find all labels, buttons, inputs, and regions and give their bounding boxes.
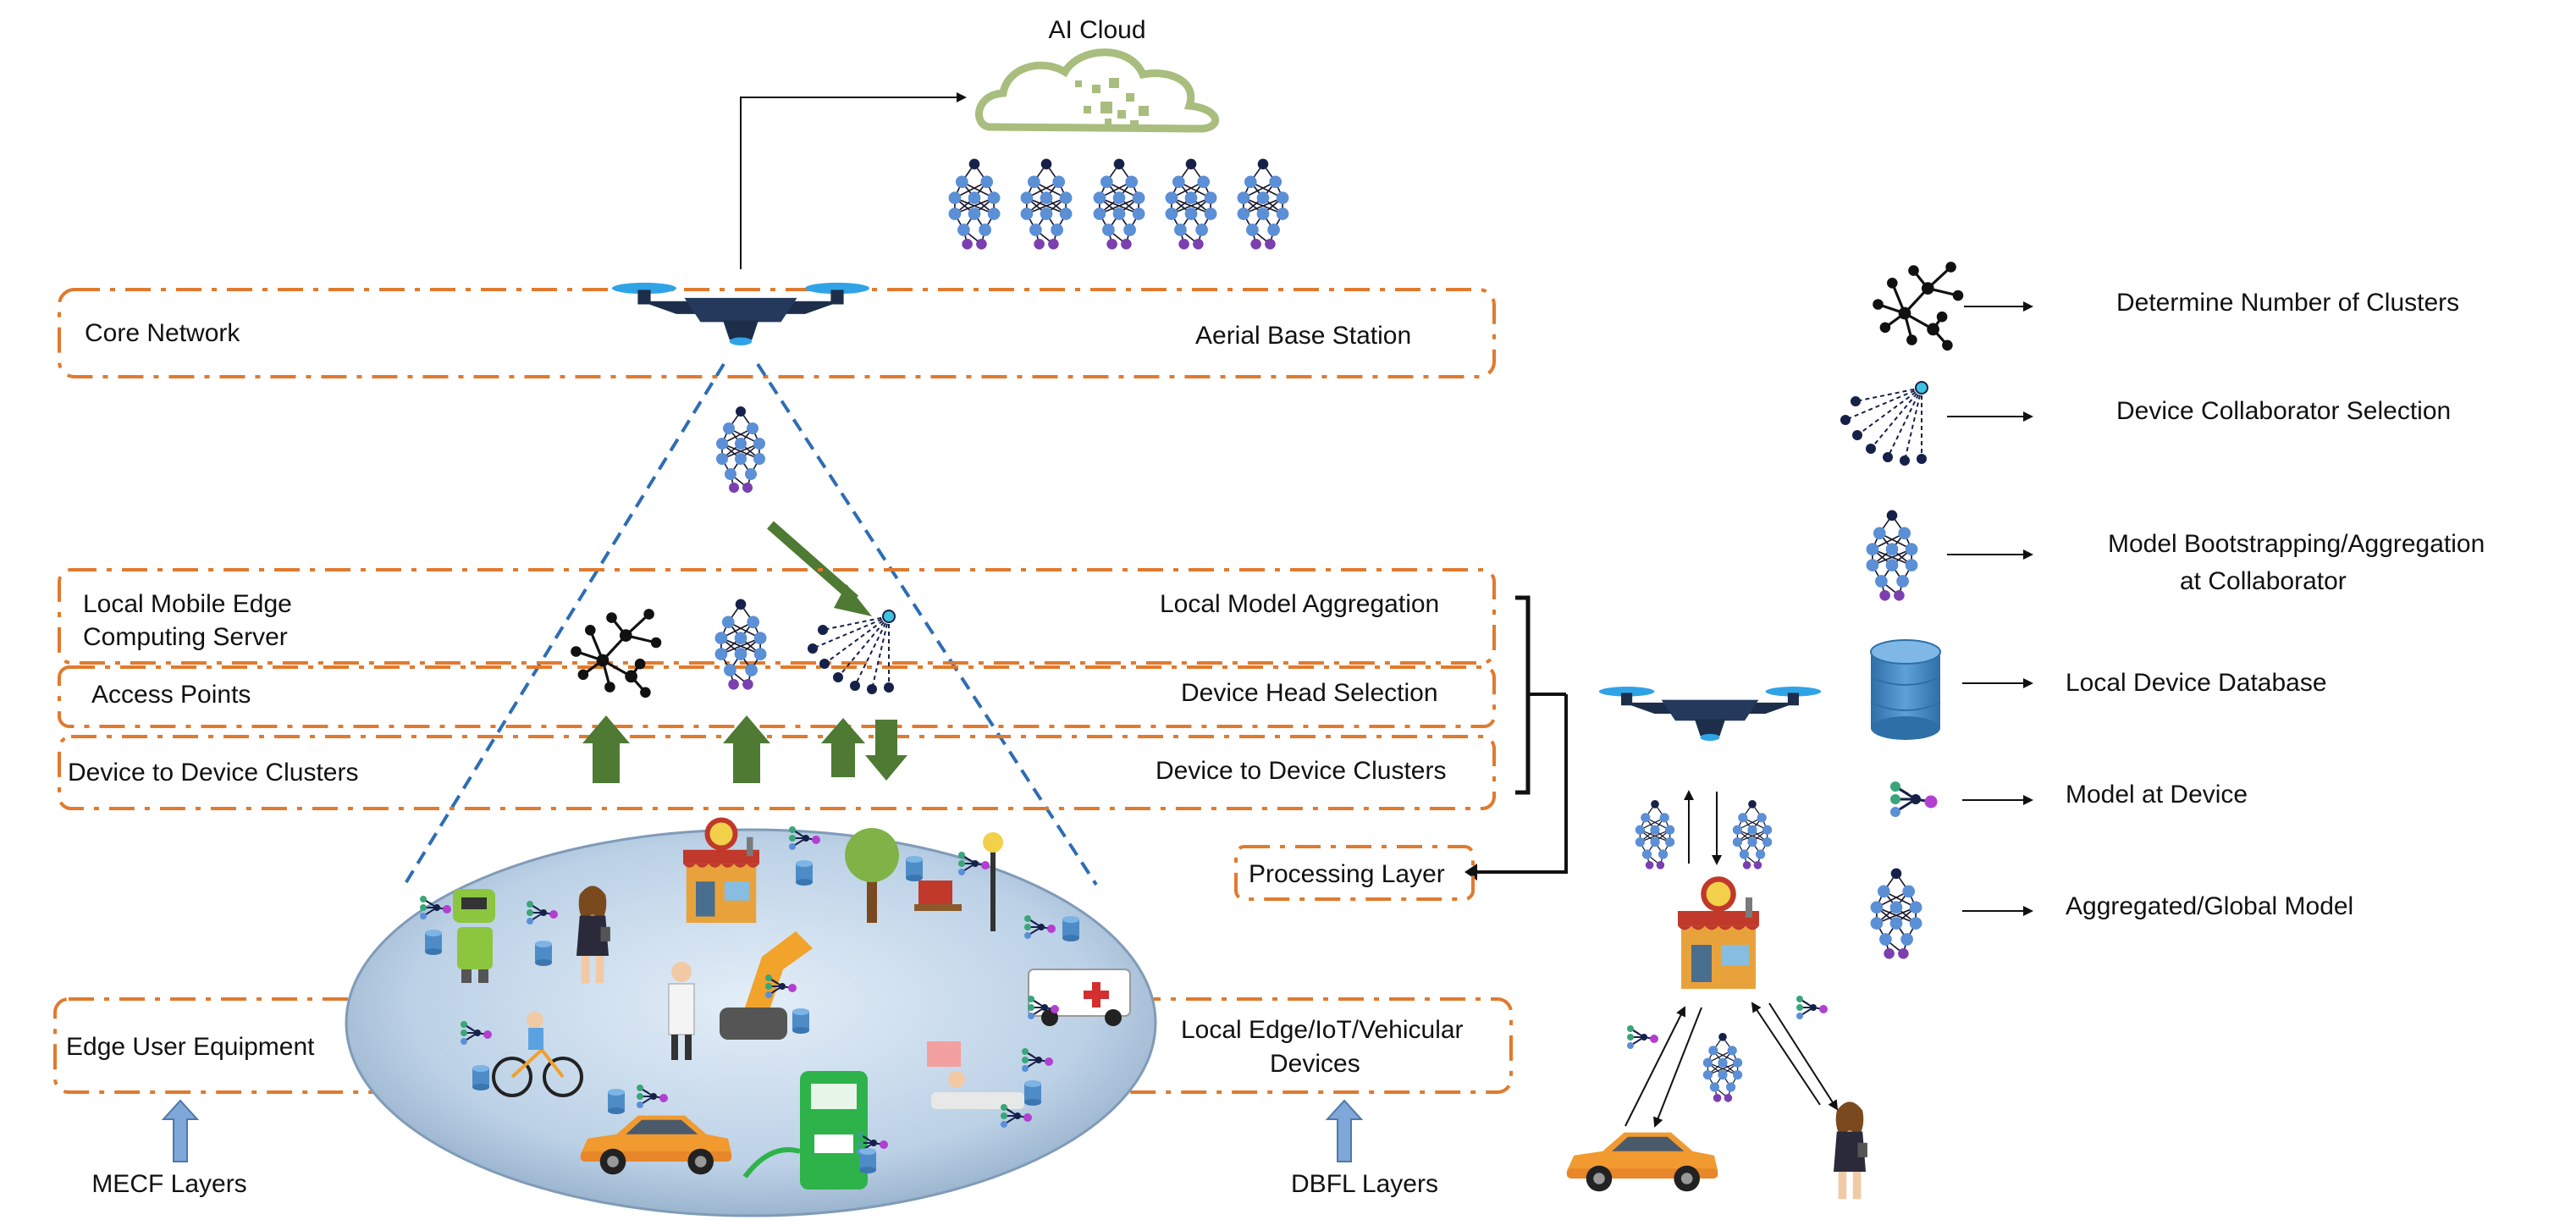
cluster-graph-icon (569, 607, 663, 699)
d2d-layer-box (58, 735, 1496, 810)
device-head-selection-label: Device Head Selection (1181, 679, 1438, 707)
cloud-icon (975, 48, 1220, 133)
green-diagonal-arrow (767, 521, 858, 604)
processing-shop-icon (1678, 876, 1759, 989)
legend-cluster-graph-icon (1871, 260, 1965, 352)
cone-left-line (403, 362, 725, 886)
drone-model-icon (715, 406, 766, 494)
collaborator-selection-icon (807, 610, 896, 695)
cyclist-icon (492, 1012, 583, 1097)
robot-icon (453, 889, 495, 983)
legend-label-4: Local Device Database (2066, 669, 2327, 697)
processing-layer-box (1234, 845, 1475, 901)
d2d-clusters-right-label: Device to Device Clusters (1156, 757, 1446, 785)
processing-model-center (1702, 1032, 1743, 1103)
down-arrow-1 (865, 720, 907, 781)
green-vertical-arrows (582, 715, 907, 783)
legend-label-3-line2: at Collaborator (2180, 567, 2347, 595)
local-edge-label-line1: Local Edge/IoT/Vehicular (1181, 1016, 1464, 1044)
cloud-model-3 (1092, 157, 1146, 251)
ai-cloud-label: AI Cloud (1048, 16, 1145, 44)
processing-layer-label: Processing Layer (1249, 860, 1445, 888)
cloud-model-5 (1236, 157, 1290, 251)
aerial-drone-icon (612, 282, 869, 345)
aerial-base-station-label: Aerial Base Station (1195, 322, 1411, 350)
ambulance-icon (1028, 969, 1131, 1026)
legend-label-5: Model at Device (2066, 781, 2248, 809)
bracket-to-processing (1477, 694, 1568, 874)
dbfl-arrow (1325, 1099, 1364, 1162)
legend-device-model-icon (1889, 780, 1939, 819)
legend-label-3-line1: Model Bootstrapping/Aggregation (2108, 530, 2485, 558)
cloud-model-4 (1164, 157, 1218, 251)
legend-database-icon (1870, 639, 1941, 740)
up-arrow-1 (582, 715, 630, 783)
core-network-layer-box (58, 288, 1496, 378)
cloud-models (947, 157, 1290, 251)
d2d-clusters-left-label: Device to Device Clusters (68, 759, 358, 787)
mec-server-label-line1: Local Mobile Edge (83, 590, 292, 618)
processing-model-left (1635, 799, 1675, 870)
legend-label-1: Determine Number of Clusters (2116, 289, 2459, 317)
legend-global-model-icon (1869, 867, 1923, 960)
up-arrow-3 (821, 718, 865, 777)
park-scene-icon (845, 828, 1003, 931)
legend-neural-network-icon (1865, 509, 1919, 602)
processing-scene (1566, 687, 1867, 1200)
processing-drone-icon (1598, 687, 1822, 742)
processing-model-right (1732, 799, 1773, 870)
core-network-label: Core Network (85, 319, 240, 347)
legend-label-2: Device Collaborator Selection (2116, 397, 2451, 425)
charging-station-icon (742, 1071, 868, 1190)
up-arrow-2 (723, 715, 770, 783)
mec-server-layer-box (58, 568, 1496, 665)
mec-server-label-line2: Computing Server (83, 623, 288, 651)
robot-arm-icon (720, 931, 813, 1040)
cloud-model-1 (947, 157, 1001, 251)
drone-to-cloud-arrow (740, 92, 967, 269)
scientist-icon (668, 962, 695, 1060)
cone-right-line (756, 362, 1098, 886)
legend: Determine Number of Clusters Device Coll… (1840, 260, 2485, 960)
edge-user-equipment-label: Edge User Equipment (66, 1033, 315, 1061)
access-points-layer-box (58, 665, 1496, 728)
local-model-aggregation-label: Local Model Aggregation (1160, 590, 1439, 618)
access-points-label: Access Points (91, 681, 251, 709)
legend-collaborator-selection-icon (1840, 381, 1928, 466)
mec-model-icon (714, 598, 768, 691)
mecf-layers-label: MECF Layers (91, 1170, 246, 1198)
processing-person-icon (1834, 1101, 1867, 1200)
scene-devices (419, 817, 1131, 1190)
layer-bracket (1515, 595, 1531, 795)
patient-bed-icon (927, 1041, 1024, 1109)
dbfl-layers-label: DBFL Layers (1291, 1170, 1438, 1198)
legend-label-6: Aggregated/Global Model (2066, 892, 2353, 920)
local-edge-label-line2: Devices (1270, 1050, 1360, 1078)
cloud-model-2 (1019, 157, 1073, 251)
green-diagonal-arrowhead (834, 584, 872, 616)
mecf-arrow (161, 1099, 200, 1162)
processing-car-icon (1566, 1132, 1718, 1192)
